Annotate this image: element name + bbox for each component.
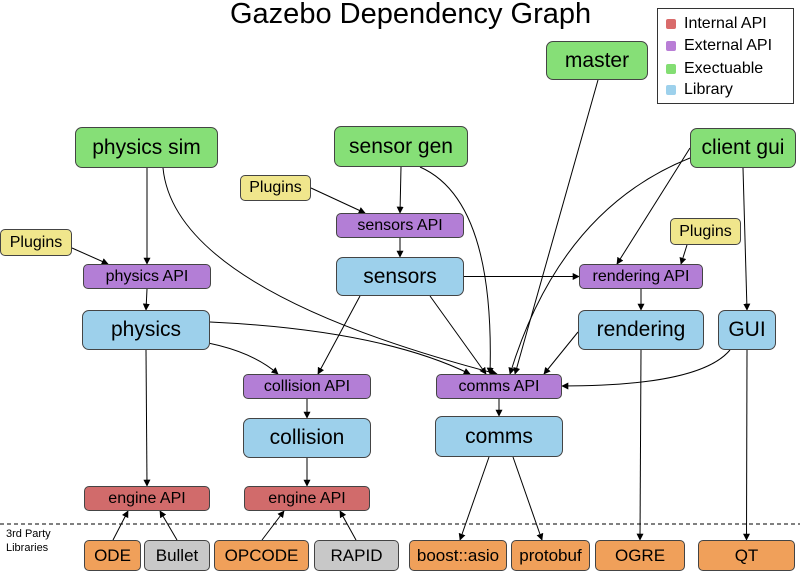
- third-party-label-line: 3rd Party: [6, 528, 51, 540]
- node-boost-asio[interactable]: boost::asio: [409, 540, 507, 571]
- edge-physics-sim-to-comms-api: [162, 167, 498, 376]
- edge-gui-to-comms-api: [561, 349, 731, 390]
- node-protobuf[interactable]: protobuf: [511, 540, 590, 571]
- node-sensors-api[interactable]: sensors API: [336, 213, 464, 238]
- node-rendering[interactable]: rendering: [578, 310, 704, 350]
- legend-label: Library: [684, 81, 733, 98]
- legend-label: Internal API: [684, 15, 767, 32]
- node-ode[interactable]: ODE: [84, 540, 141, 571]
- edge-plugins-sensors-to-sensors-api: [310, 187, 366, 214]
- edge-physics-api-to-physics: [142, 288, 150, 311]
- node-collision[interactable]: collision: [243, 418, 371, 458]
- third-party-label: 3rd Party Libraries: [6, 527, 51, 555]
- node-engine-api-physics[interactable]: engine API: [84, 486, 210, 511]
- legend: Internal API External API Exectuable Lib…: [657, 8, 794, 104]
- node-sensors[interactable]: sensors: [336, 257, 464, 296]
- legend-item-external-api: External API: [666, 37, 772, 55]
- edge-master-to-comms-api: [513, 79, 599, 375]
- node-ogre[interactable]: OGRE: [595, 540, 685, 571]
- edge-sensor-gen-to-sensors-api: [396, 166, 404, 214]
- node-client-gui[interactable]: client gui: [690, 128, 796, 168]
- third-party-label-line: Libraries: [6, 542, 49, 554]
- legend-item-library: Library: [666, 81, 733, 99]
- node-comms-api[interactable]: comms API: [436, 374, 562, 399]
- node-master[interactable]: master: [546, 41, 648, 80]
- edge-sensor-gen-to-comms-api: [419, 166, 494, 375]
- node-rapid[interactable]: RAPID: [314, 540, 399, 571]
- node-sensor-gen[interactable]: sensor gen: [334, 126, 468, 167]
- node-opcode[interactable]: OPCODE: [214, 540, 309, 571]
- edge-opcode-to-engine-api-right: [261, 510, 285, 541]
- edge-plugins-left-to-physics-api: [71, 247, 109, 265]
- legend-swatch: [666, 19, 676, 29]
- node-physics-api[interactable]: physics API: [83, 264, 211, 289]
- edge-physics-to-engine-api-left: [143, 349, 151, 487]
- node-collision-api[interactable]: collision API: [243, 374, 371, 399]
- legend-item-executable: Exectuable: [666, 60, 763, 78]
- node-gui[interactable]: GUI: [718, 310, 776, 350]
- edge-rendering-to-ogre: [636, 349, 644, 541]
- legend-label: Exectuable: [684, 60, 764, 77]
- node-comms[interactable]: comms: [435, 416, 563, 457]
- edge-plugins-rendering-to-rendering-api: [679, 244, 688, 265]
- edge-client-gui-to-rendering-api: [616, 147, 691, 265]
- edge-client-gui-to-gui: [742, 167, 751, 311]
- edge-bullet-to-engine-api-left: [159, 510, 178, 541]
- node-plugins-physics[interactable]: Plugins: [0, 229, 72, 256]
- node-bullet[interactable]: Bullet: [144, 540, 210, 571]
- legend-swatch: [666, 64, 676, 74]
- node-plugins-sensors[interactable]: Plugins: [240, 175, 311, 201]
- edge-gui-to-qt: [743, 349, 751, 541]
- node-physics-sim[interactable]: physics sim: [75, 127, 218, 168]
- legend-item-internal-api: Internal API: [666, 15, 767, 33]
- node-engine-api-collision[interactable]: engine API: [244, 486, 370, 511]
- diagram-title: Gazebo Dependency Graph: [230, 0, 592, 30]
- node-qt[interactable]: QT: [698, 540, 795, 571]
- edge-physics-to-comms-api: [209, 321, 471, 375]
- edge-client-gui-to-comms-api: [508, 157, 691, 375]
- node-plugins-rendering[interactable]: Plugins: [670, 218, 741, 245]
- edge-comms-to-protobuf: [512, 456, 544, 541]
- node-rendering-api[interactable]: rendering API: [579, 264, 703, 289]
- edge-rapid-to-engine-api-right: [339, 510, 357, 541]
- legend-swatch: [666, 41, 676, 51]
- node-physics[interactable]: physics: [82, 310, 210, 350]
- legend-swatch: [666, 85, 676, 95]
- edge-sensors-to-collision-api: [317, 295, 361, 375]
- edge-sensors-to-comms-api: [429, 295, 487, 375]
- edge-rendering-to-comms-api: [543, 331, 579, 375]
- edge-ode-to-engine-api-left: [112, 510, 129, 541]
- legend-label: External API: [684, 37, 773, 54]
- edge-comms-to-boost-asio: [458, 456, 490, 541]
